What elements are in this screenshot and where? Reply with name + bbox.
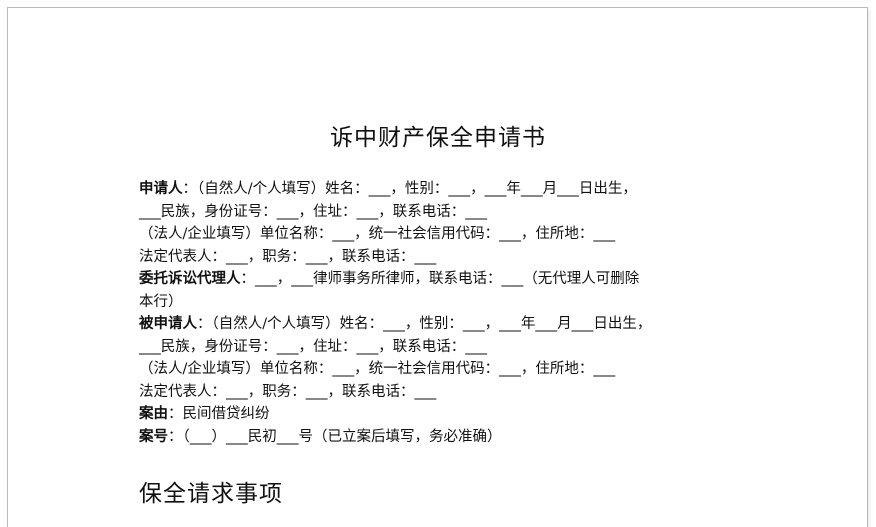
applicant-text-1: ：（自然人/个人填写）姓名：___，性别：___，___年___月___日出生， xyxy=(182,181,637,197)
section-heading: 保全请求事项 xyxy=(139,481,283,507)
applicant-label: 申请人 xyxy=(139,181,183,197)
applicant-line-3: （法人/企业填写）单位名称：___，统一社会信用代码：___，住所地：___ xyxy=(139,226,616,242)
agent-text-1: ：___，___律师事务所律师，联系电话：___（无代理人可删除 xyxy=(240,271,640,287)
respondent-text-1: ：（自然人/个人填写）姓名：___，性别：___，___年___月___日出生， xyxy=(197,316,652,332)
case-number-line: 案号：（___）___民初___号（已立案后填写，务必准确） xyxy=(139,426,749,449)
cause-value: ：民间借贷纠纷 xyxy=(168,406,270,422)
respondent-line-2: ___民族，身份证号：___，住址：___，联系电话：___ xyxy=(139,338,487,355)
case-number-label: 案号 xyxy=(139,428,168,445)
agent-label: 委托诉讼代理人 xyxy=(139,271,241,287)
case-number-value: ：（___）___民初___号（已立案后填写，务必准确） xyxy=(168,428,502,445)
agent-line-1: 委托诉讼代理人：___，___律师事务所律师，联系电话：___（无代理人可删除 xyxy=(139,268,749,291)
agent-line-2: 本行） xyxy=(139,293,183,310)
document-page xyxy=(7,7,868,527)
applicant-line-2: ___民族，身份证号：___，住址：___，联系电话：___ xyxy=(139,203,487,220)
respondent-label: 被申请人 xyxy=(139,316,197,332)
respondent-line-1: 被申请人：（自然人/个人填写）姓名：___，性别：___，___年___月___… xyxy=(139,313,749,336)
cause-line: 案由：民间借贷纠纷 xyxy=(139,403,749,426)
respondent-line-4: 法定代表人：___，职务：___，联系电话：___ xyxy=(139,383,437,400)
applicant-line-4: 法定代表人：___，职务：___，联系电话：___ xyxy=(139,248,437,265)
respondent-line-3: （法人/企业填写）单位名称：___，统一社会信用代码：___，住所地：___ xyxy=(139,361,616,377)
document-title: 诉中财产保全申请书 xyxy=(330,125,546,151)
cause-label: 案由 xyxy=(139,406,168,422)
document-body: 申请人：（自然人/个人填写）姓名：___，性别：___，___年___月___日… xyxy=(139,178,749,448)
applicant-line-1: 申请人：（自然人/个人填写）姓名：___，性别：___，___年___月___日… xyxy=(139,178,749,201)
